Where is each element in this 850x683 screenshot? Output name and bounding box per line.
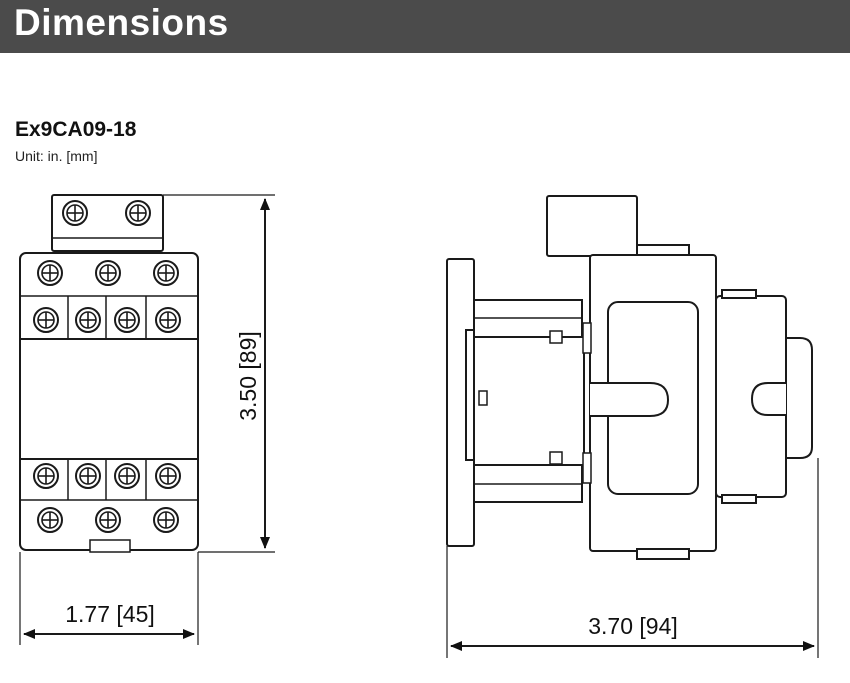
- depth-dimension: [446, 458, 819, 658]
- height-dimension: [163, 194, 275, 553]
- width-dimension-label: 1.77 [45]: [65, 601, 155, 627]
- side-view: [446, 195, 813, 560]
- model-name: Ex9CA09-18: [15, 118, 137, 141]
- header-bar: Dimensions: [0, 0, 850, 53]
- front-view: [19, 194, 199, 553]
- page-title: Dimensions: [14, 2, 229, 43]
- depth-dimension-label: 3.70 [94]: [588, 613, 678, 639]
- height-dimension-label: 3.50 [89]: [235, 331, 261, 421]
- width-dimension: [19, 552, 199, 645]
- unit-label: Unit: in. [mm]: [15, 148, 98, 164]
